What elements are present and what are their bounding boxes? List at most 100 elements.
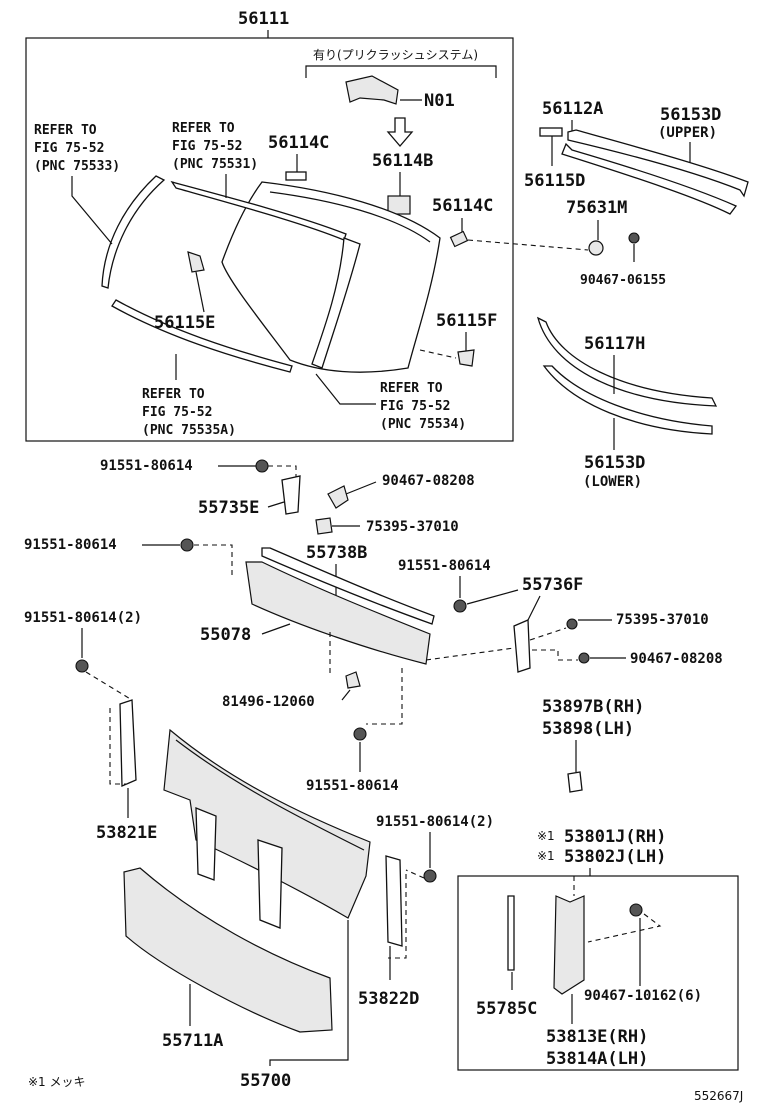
part-53897b (567, 771, 583, 793)
molding-56112a (561, 142, 738, 215)
leader-55735e (267, 501, 285, 508)
label-56112a: 56112A (542, 99, 603, 119)
dash-90467-b (532, 649, 578, 661)
label-75395-37010-b: 75395-37010 (616, 612, 709, 628)
leader-refer-4 (315, 373, 376, 405)
glass-edge-line (269, 191, 431, 243)
clip-90467-08208-b (578, 652, 590, 664)
label-91551-80614-a: 91551-80614 (100, 458, 193, 474)
diagram-id: 552667J (694, 1089, 743, 1103)
leader-90467-08208-a (345, 481, 377, 495)
refer-2-line1: REFER TO (172, 121, 235, 136)
dash-bolt-d (366, 668, 403, 725)
panel-55078 (245, 561, 431, 665)
leader-refer-1 (71, 176, 113, 245)
dash-bolt-2-a (85, 671, 133, 701)
cowl-panel-55700 (163, 728, 371, 919)
label-53897b: 53897B(RH) (542, 697, 644, 717)
label-55785c: 55785C (476, 999, 537, 1019)
clip-90467-06155 (628, 232, 640, 244)
label-55711a: 55711A (162, 1031, 223, 1051)
bracket-53822d (385, 855, 403, 947)
dash-53821e (109, 708, 126, 785)
label-53814a: 53814A(LH) (546, 1049, 648, 1069)
molding-right (311, 237, 361, 369)
label-90467-08208-b: 90467-08208 (630, 651, 723, 667)
dash-bolt-b (194, 544, 233, 578)
bolt-91551-2-a (75, 659, 89, 673)
label-91551-80614-c: 91551-80614 (398, 558, 491, 574)
windshield-glass (221, 181, 441, 373)
garnish-53813e (553, 895, 585, 995)
label-81496-12060: 81496-12060 (222, 694, 315, 710)
refer-3-line2: FIG 75-52 (142, 405, 212, 420)
bolt-91551-c (453, 599, 467, 613)
molding-56153d-upper (567, 129, 749, 198)
part-56114c-a (285, 171, 307, 181)
leader-55078 (261, 623, 291, 635)
leader-55700 (269, 920, 349, 1066)
label-53821e: 53821E (96, 823, 157, 843)
part-56114c-b (449, 230, 469, 248)
label-90467-08208-a: 90467-08208 (382, 473, 475, 489)
refer-1-line3: (PNC 75533) (34, 159, 120, 174)
part-56115f (457, 349, 475, 367)
bracket-55735e (281, 475, 301, 515)
cowl-edge (175, 739, 365, 851)
label-56153d-lower: 56153D (584, 453, 645, 473)
dash-53822d (388, 874, 407, 959)
molding-56153d-lower (542, 365, 713, 435)
label-91551-80614-2-b: 91551-80614(2) (376, 814, 494, 830)
label-55078: 55078 (200, 625, 251, 645)
bolt-91551-a (255, 459, 269, 473)
bolt-91551-d (353, 727, 367, 741)
label-75631m: 75631M (566, 198, 627, 218)
pillar-garnish-box (457, 875, 739, 1071)
molding-lower (111, 299, 293, 373)
cowl-leg-left (195, 807, 217, 881)
part-56115e (187, 251, 205, 273)
label-56111: 56111 (238, 9, 289, 29)
option-bracket (305, 65, 497, 78)
dash-bolt-a (268, 465, 297, 480)
label-lower-note: (LOWER) (583, 474, 642, 490)
dash-75395-b (529, 627, 567, 641)
mark-1a: ※1 (537, 829, 555, 843)
refer-4-line2: FIG 75-52 (380, 399, 450, 414)
option-header: 有り(プリクラッシュシステム) (313, 48, 478, 62)
label-55738b: 55738B (306, 543, 367, 563)
refer-3-line3: (PNC 75535A) (142, 423, 236, 438)
leader-81496 (341, 689, 351, 701)
bolt-91551-2-b (423, 869, 437, 883)
label-56114c-b: 56114C (432, 196, 493, 216)
label-56114b: 56114B (372, 151, 433, 171)
cowl-leg-right (257, 839, 283, 929)
sensor-bracket-n01 (345, 75, 399, 105)
refer-2-line2: FIG 75-52 (172, 139, 242, 154)
dash-55736f (425, 647, 515, 661)
part-56114b (387, 195, 411, 215)
label-90467-06155: 90467-06155 (580, 273, 666, 288)
clip-90467-08208-a (327, 485, 349, 509)
part-55785c (507, 895, 515, 971)
label-90467-10162: 90467-10162(6) (584, 988, 702, 1004)
dash-bolt-2-b (405, 869, 425, 879)
label-55735e: 55735E (198, 498, 259, 518)
label-56153d-upper: 56153D (660, 105, 721, 125)
bracket-55736f (513, 619, 531, 673)
dash-56115f (419, 349, 457, 359)
label-91551-80614-2-a: 91551-80614(2) (24, 610, 142, 626)
refer-2-line3: (PNC 75531) (172, 157, 258, 172)
clip-90467-10162 (629, 903, 643, 917)
label-53802j: 53802J(LH) (564, 847, 666, 867)
label-53813e: 53813E(RH) (546, 1027, 648, 1047)
refer-3-line1: REFER TO (142, 387, 205, 402)
clip-81496-12060 (345, 671, 361, 689)
label-n01: N01 (424, 91, 455, 111)
dash-90467-10162 (587, 913, 662, 943)
label-53898: 53898(LH) (542, 719, 634, 739)
refer-1-line2: FIG 75-52 (34, 141, 104, 156)
clip-75395-37010-b (566, 618, 578, 630)
label-56115e: 56115E (154, 313, 215, 333)
